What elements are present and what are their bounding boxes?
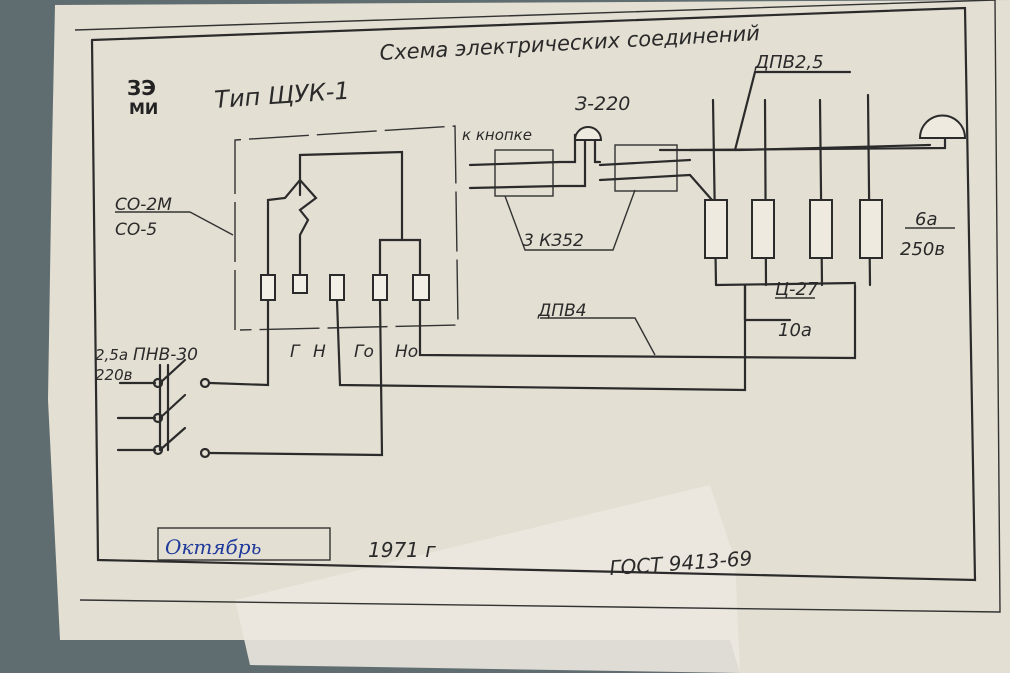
fuses	[704, 93, 883, 322]
label-switch-type: ПНВ-30	[133, 345, 198, 365]
label-wire-bottom: ДПВ4	[537, 301, 587, 321]
footer-year: 1971 г	[368, 538, 436, 562]
label-fuse-base-current: 10а	[778, 320, 812, 341]
label-terminal-n: Н	[313, 342, 326, 362]
label-fuse-voltage: 250в	[900, 239, 945, 260]
label-terminal-blocks: 3 КЗ52	[523, 231, 584, 251]
label-relay-bottom: СО-5	[115, 220, 157, 240]
label-wire-top: ДПВ2,5	[754, 52, 824, 73]
label-switch-voltage: 220в	[95, 366, 133, 384]
label-fuse-current: 6а	[915, 209, 937, 230]
logo-top: ЗЭ	[127, 76, 156, 100]
outer-frame	[74, 0, 1001, 613]
footer-month: Октябрь	[165, 535, 261, 559]
torn-flap	[235, 485, 740, 673]
label-relay-top: СО-2М	[115, 195, 172, 215]
zemi-logo: ЗЭ МИ	[127, 76, 158, 118]
relay-wiring	[208, 150, 857, 457]
relay-coils	[260, 274, 430, 301]
label-switch-current: 2,5а	[95, 346, 128, 364]
horn-icon	[918, 114, 967, 139]
label-to-button: к кнопке	[462, 126, 532, 144]
component-labels: к кнопке З-220 ДПВ2,5 СО-2М СО-5 3 КЗ52 …	[95, 52, 945, 384]
label-bell: З-220	[575, 93, 630, 115]
label-terminal-no: Но	[395, 342, 418, 362]
label-fuse-base-type: Ц-27	[775, 279, 819, 300]
drawing-frame	[90, 6, 977, 582]
label-terminal-g: Г	[290, 342, 301, 362]
switch-pnv30	[116, 358, 211, 459]
logo-bottom: МИ	[129, 99, 158, 118]
bell-icon	[573, 126, 603, 141]
terminal-blocks	[468, 70, 967, 251]
date-box	[157, 527, 331, 561]
label-terminal-go: Го	[354, 342, 374, 362]
paper-sheet	[48, 0, 1010, 673]
relay-enclosure	[234, 125, 459, 331]
